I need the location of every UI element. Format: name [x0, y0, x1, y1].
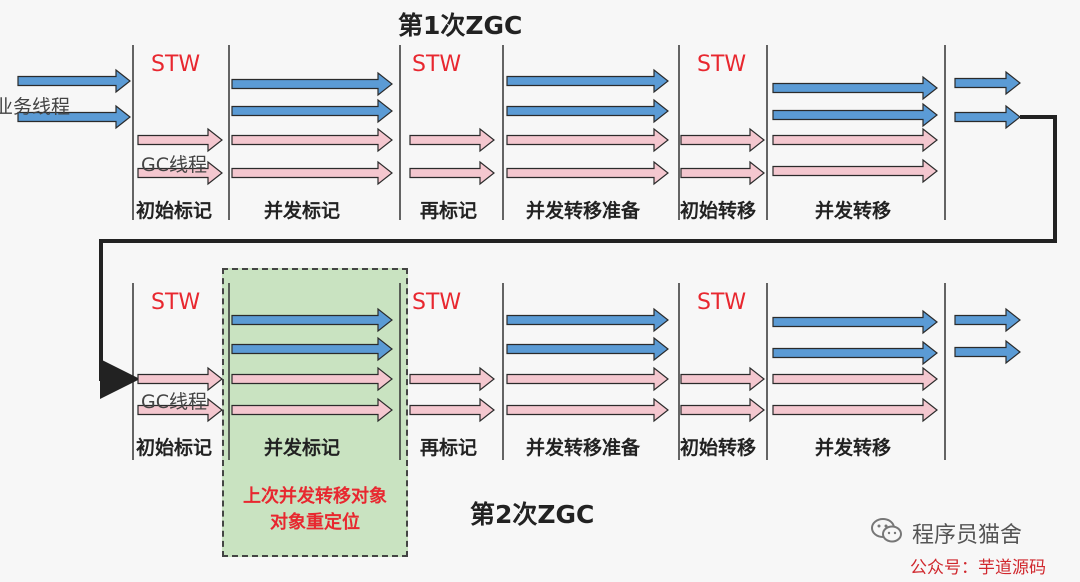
gc-thread-arrow: [231, 397, 393, 423]
gc-thread-arrow: [680, 127, 765, 153]
watermark-account-name: 程序员猫舍: [912, 523, 1023, 548]
wechat-icon: [870, 516, 904, 546]
gc-thread-arrow: [409, 127, 495, 153]
bottom-phase-prepare-relocation: 并发转移准备: [526, 437, 641, 459]
gc-thread-arrow: [409, 366, 495, 392]
business-thread-arrow: [954, 104, 1021, 130]
gc-thread-arrow: [680, 366, 765, 392]
bottom-gc-threads-label: GC线程: [141, 391, 207, 413]
thread-arrows: [17, 68, 1021, 423]
business-thread-arrow: [954, 307, 1021, 333]
gc-thread-arrow: [231, 127, 393, 153]
gc-thread-arrow: [680, 397, 765, 423]
gc-thread-arrow: [231, 366, 393, 392]
gc-thread-arrow: [680, 160, 765, 186]
gc-thread-arrow: [506, 366, 669, 392]
business-thread-arrow: [231, 98, 393, 124]
business-thread-arrow: [772, 102, 938, 128]
bottom-title: 第2次ZGC: [470, 500, 595, 529]
bottom-stw-label-1: STW: [151, 290, 201, 315]
gc-thread-arrow: [137, 127, 223, 153]
business-thread-arrow: [954, 70, 1021, 96]
business-thread-arrow: [772, 75, 938, 101]
bottom-phase-initial-mark: 初始标记: [136, 437, 213, 459]
business-thread-arrow: [506, 98, 669, 124]
bottom-phase-remark: 再标记: [420, 437, 478, 459]
gc-thread-arrow: [409, 160, 495, 186]
bottom-phase-concurrent-relocation: 并发转移: [815, 437, 892, 459]
business-thread-arrow: [506, 307, 669, 333]
bottom-phase-initial-relocation: 初始转移: [680, 437, 757, 459]
top-phase-initial-relocation: 初始转移: [680, 200, 757, 222]
bottom-stw-label-2: STW: [412, 290, 462, 315]
top-gc-threads-label: GC线程: [141, 154, 207, 176]
top-phase-dividers: [132, 45, 946, 220]
top-phase-concurrent-mark: 并发标记: [264, 200, 341, 222]
business-thread-arrow: [17, 104, 131, 130]
gc-thread-arrow: [231, 160, 393, 186]
gc-thread-arrow: [772, 397, 938, 423]
gc-thread-arrow: [506, 160, 669, 186]
business-threads-label: 业务线程: [0, 96, 71, 118]
top-stw-label-2: STW: [412, 52, 462, 77]
business-thread-arrow: [506, 336, 669, 362]
top-phase-prepare-relocation: 并发转移准备: [526, 200, 641, 222]
gc-thread-arrow: [772, 127, 938, 153]
top-phase-initial-mark: 初始标记: [136, 200, 213, 222]
bottom-phase-concurrent-mark: 并发标记: [264, 437, 341, 459]
business-thread-arrow: [772, 340, 938, 366]
gc-thread-arrow: [137, 366, 223, 392]
top-phase-concurrent-relocation: 并发转移: [815, 200, 892, 222]
cycle-connector-line: [99, 115, 1057, 399]
business-thread-arrow: [231, 336, 393, 362]
bottom-phase-dividers: [132, 283, 946, 460]
relocation-note-line-1: 上次并发转移对象: [243, 486, 387, 507]
gc-thread-arrow: [506, 127, 669, 153]
gc-thread-arrow: [506, 397, 669, 423]
top-stw-label-1: STW: [151, 52, 201, 77]
bottom-stw-label-3: STW: [697, 290, 747, 315]
gc-thread-arrow: [409, 397, 495, 423]
watermark-official-account: 公众号：芋道源码: [910, 558, 1046, 578]
business-thread-arrow: [231, 307, 393, 333]
business-thread-arrow: [954, 339, 1021, 365]
business-thread-arrow: [506, 68, 669, 94]
gc-thread-arrow: [772, 366, 938, 392]
top-phase-remark: 再标记: [420, 200, 478, 222]
gc-thread-arrow: [137, 397, 223, 423]
business-thread-arrow: [231, 71, 393, 97]
gc-thread-arrow: [137, 160, 223, 186]
gc-thread-arrow: [772, 158, 938, 184]
business-thread-arrow: [17, 68, 131, 94]
top-title: 第1次ZGC: [398, 11, 523, 40]
relocation-note-line-2: 对象重定位: [270, 512, 360, 533]
business-thread-arrow: [772, 309, 938, 335]
top-stw-label-3: STW: [697, 52, 747, 77]
relocation-note: 上次并发转移对象 对象重定位: [222, 484, 408, 536]
